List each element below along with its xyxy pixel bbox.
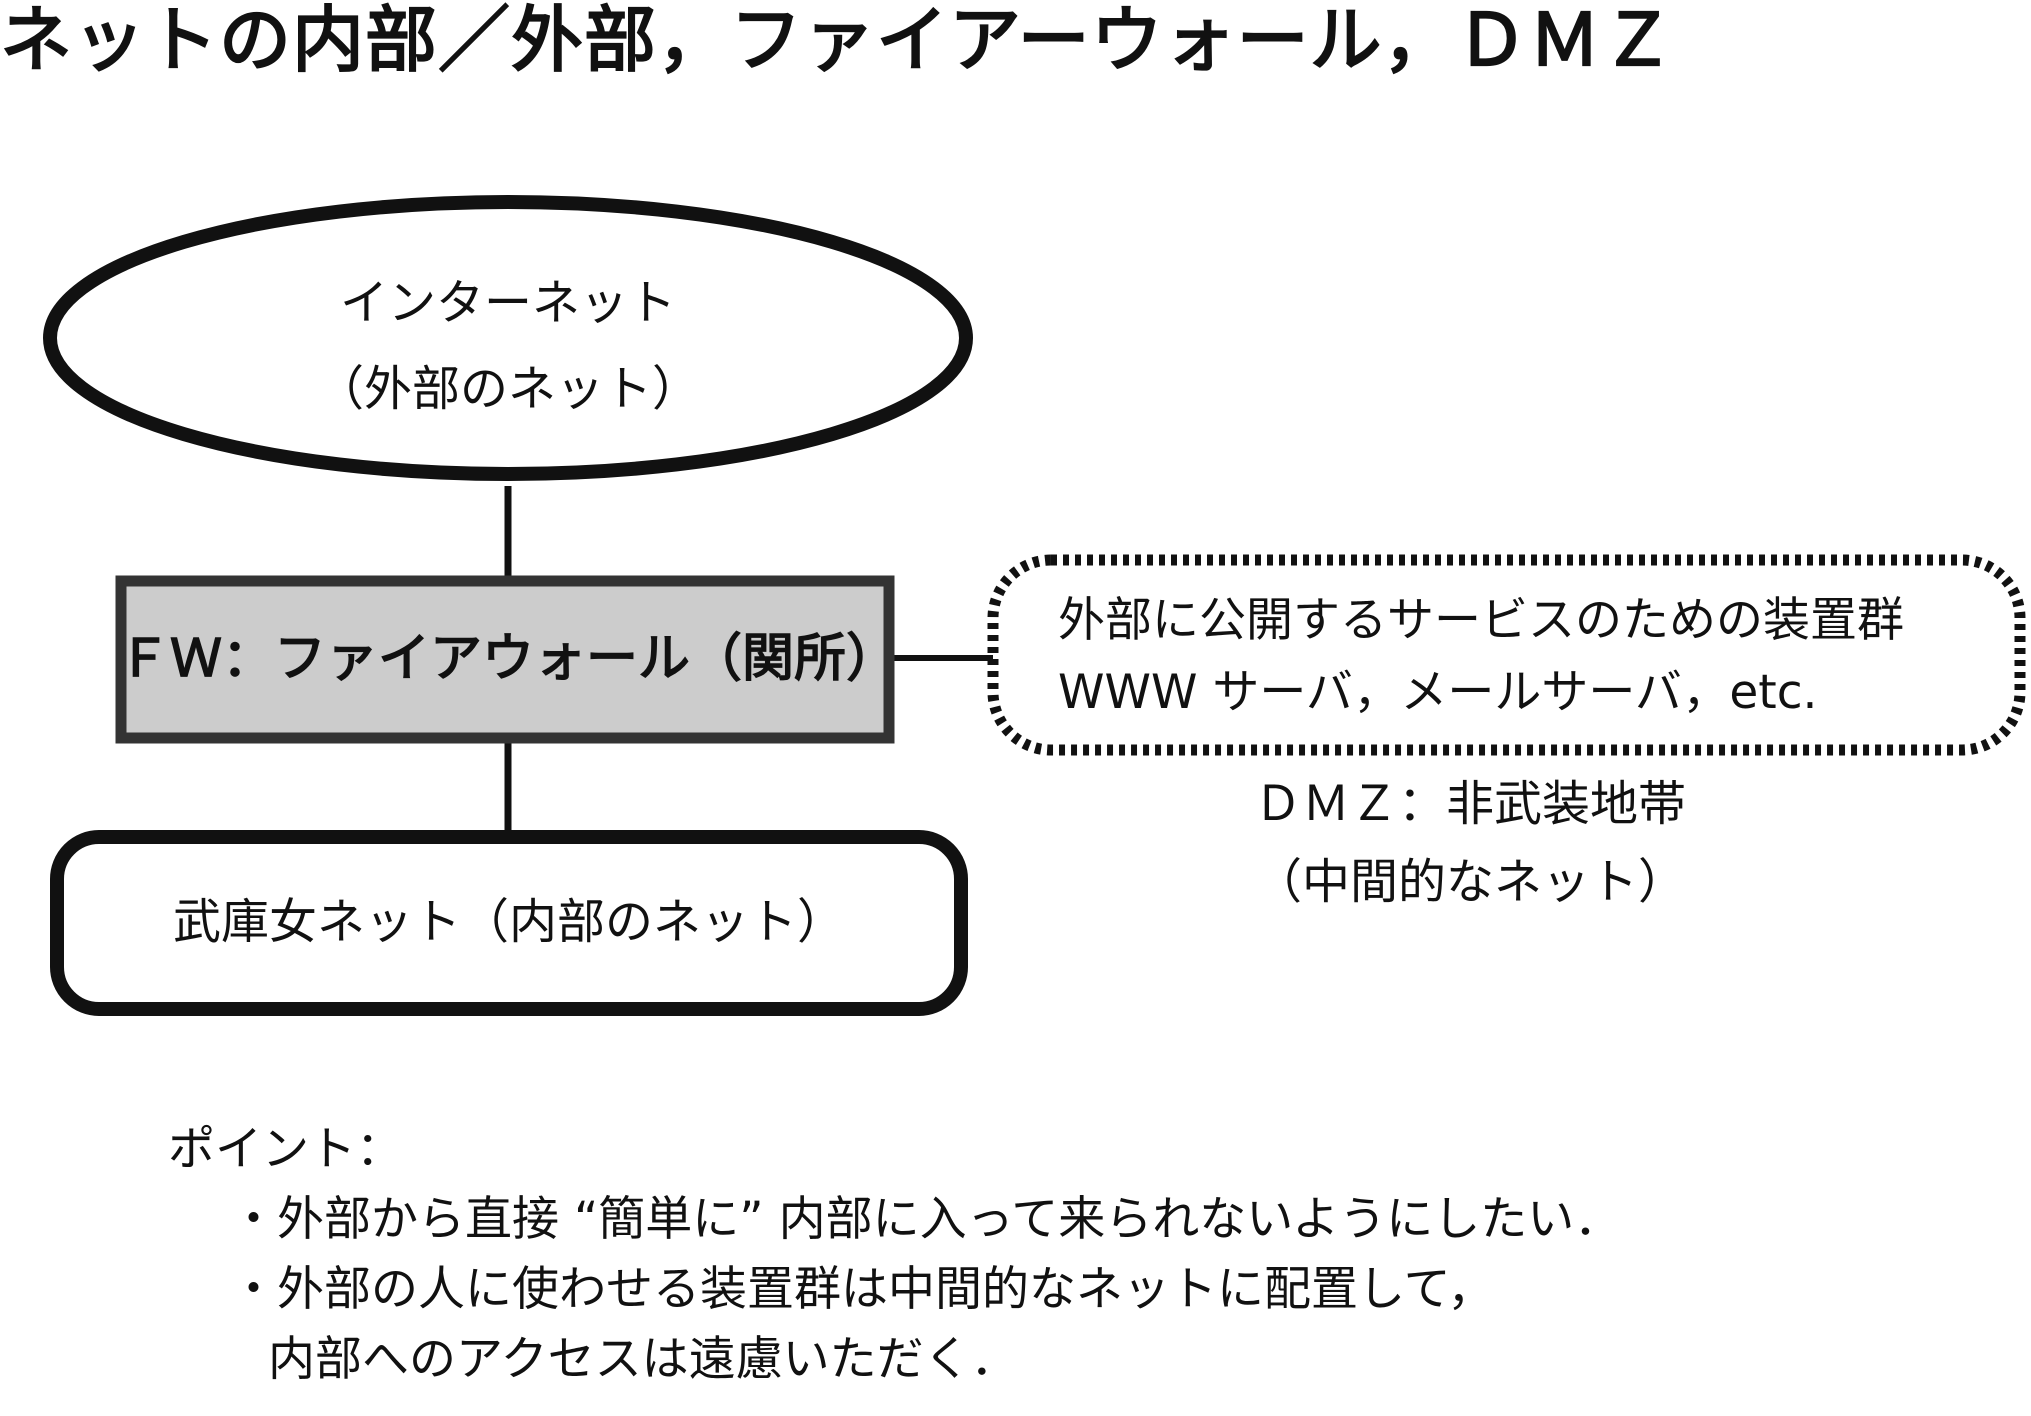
internet-label-line2: （外部のネット） <box>315 361 700 417</box>
dmz-node <box>987 554 2026 756</box>
firewall-node <box>115 575 895 744</box>
dmz-label-line2: （中間的なネット） <box>1253 854 1686 910</box>
dmz-label-line1: ＤＭＺ：非武装地帯 <box>1253 776 1686 832</box>
dmz-label: ＤＭＺ：非武装地帯 （中間的なネット） <box>1150 765 1790 921</box>
dmz-box-text: 外部に公開するサービスのための装置群 WWW サーバ，メールサーバ，etc. <box>1058 585 1904 729</box>
point-item-2-continuation: 内部へのアクセスは遠慮いただく． <box>268 1332 1018 1387</box>
firewall-label: ＦＷ：ファイアウォール（関所） <box>118 629 899 689</box>
points-heading: ポイント： <box>168 1122 403 1177</box>
internet-node <box>43 195 973 481</box>
dmz-box-line2: WWW サーバ，メールサーバ，etc. <box>1058 665 1818 720</box>
page-title: ネットの内部／外部，ファイアーウォール，ＤＭＺ <box>0 0 1675 82</box>
internet-label: インターネット （外部のネット） <box>50 260 966 432</box>
internal-network-label: 武庫女ネット（内部のネット） <box>172 894 845 950</box>
points-section: ポイント： ・外部から直接 “簡単に” 内部に入って来られないようにしたい． ・… <box>168 1115 1621 1395</box>
point-item-2: ・外部の人に使わせる装置群は中間的なネットに配置して， <box>230 1262 1495 1317</box>
internet-label-line1: インターネット <box>339 275 676 331</box>
point-item-1: ・外部から直接 “簡単に” 内部に入って来られないようにしたい． <box>230 1192 1622 1247</box>
dmz-box-line1: 外部に公開するサービスのための装置群 <box>1058 593 1904 648</box>
internal-network-node <box>50 830 968 1016</box>
